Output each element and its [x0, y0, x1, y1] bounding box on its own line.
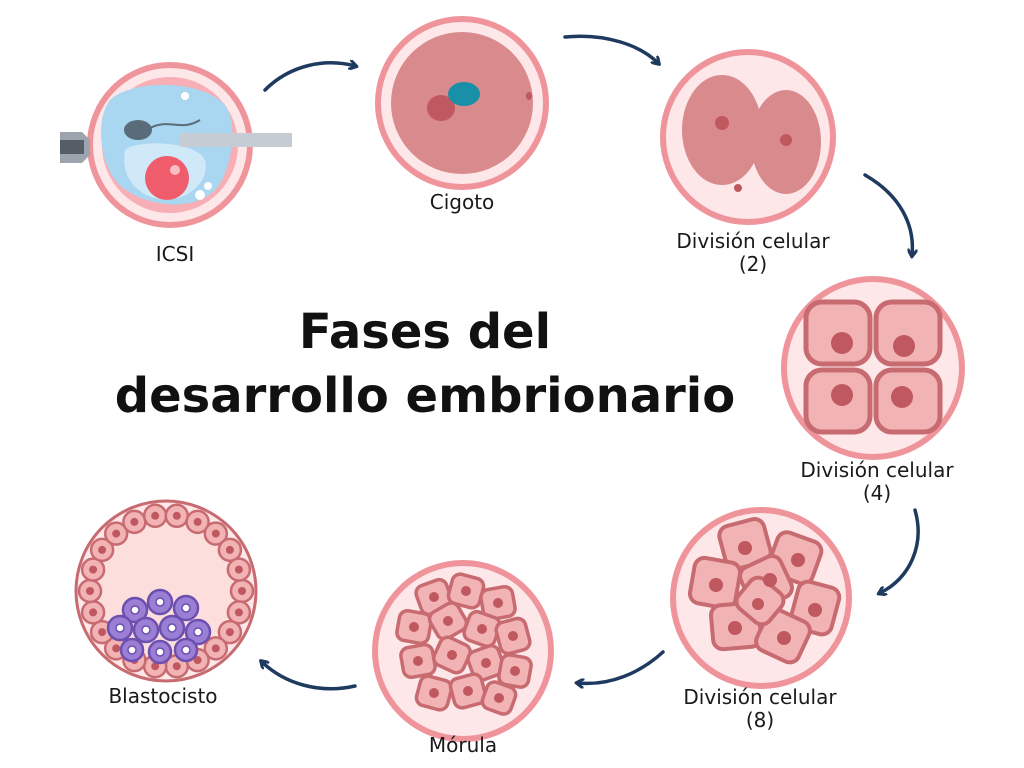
stage-label-zygote: Cigoto [429, 190, 495, 214]
arrow-zygote-to-two-cell [563, 34, 658, 63]
title-line-1: Fases del [298, 304, 552, 360]
title-line-2: desarrollo embrionario [114, 368, 736, 424]
arrow-morula-to-blastocyst [262, 662, 357, 691]
trophoblast-nucleus [193, 656, 202, 665]
trophoblast-nucleus [211, 529, 220, 538]
trophoblast-nucleus [86, 587, 94, 595]
stage-label-four-cell: División celular (4) [800, 458, 954, 505]
arrow-four-cell-to-eight-cell [880, 508, 920, 593]
blastocyst-illustration [74, 499, 258, 683]
trophoblast-nucleus [89, 608, 98, 617]
trophoblast-nucleus [211, 644, 220, 653]
trophoblast-nucleus [112, 529, 121, 538]
trophoblast-nucleus [89, 565, 98, 574]
four-cell-illustration [781, 276, 965, 460]
trophoblast-nucleus [225, 545, 234, 554]
trophoblast-nucleus [151, 511, 160, 520]
trophoblast-nucleus [130, 517, 139, 526]
trophoblast-nucleus [98, 545, 107, 554]
trophoblast-nucleus [172, 662, 181, 671]
stage-label-two-cell: División celular (2) [676, 229, 830, 276]
trophoblast-nucleus [238, 587, 246, 595]
morula-illustration [372, 560, 554, 742]
stage-label-morula: Mórula [428, 733, 498, 757]
icsi-illustration [60, 62, 292, 228]
trophoblast-nucleus [112, 644, 121, 653]
zygote-illustration [375, 16, 549, 190]
diagram-title: Fases del desarrollo embrionario [60, 300, 790, 428]
stage-label-blastocyst: Blastocisto [108, 684, 218, 708]
arrow-two-cell-to-four-cell [863, 173, 912, 255]
stage-label-eight-cell: División celular (8) [683, 685, 837, 732]
eight-cell-illustration [670, 507, 852, 689]
trophoblast-nucleus [193, 517, 202, 526]
trophoblast-nucleus [151, 662, 160, 671]
trophoblast-nucleus [234, 608, 243, 617]
stage-label-icsi: ICSI [155, 242, 195, 266]
arrow-eight-cell-to-morula [578, 650, 665, 683]
trophoblast-nucleus [234, 565, 243, 574]
trophoblast-nucleus [98, 628, 107, 637]
trophoblast-nucleus [172, 511, 181, 520]
trophoblast-nucleus [225, 628, 234, 637]
arrow-icsi-to-zygote [263, 63, 355, 92]
two-cell-illustration [660, 49, 836, 225]
